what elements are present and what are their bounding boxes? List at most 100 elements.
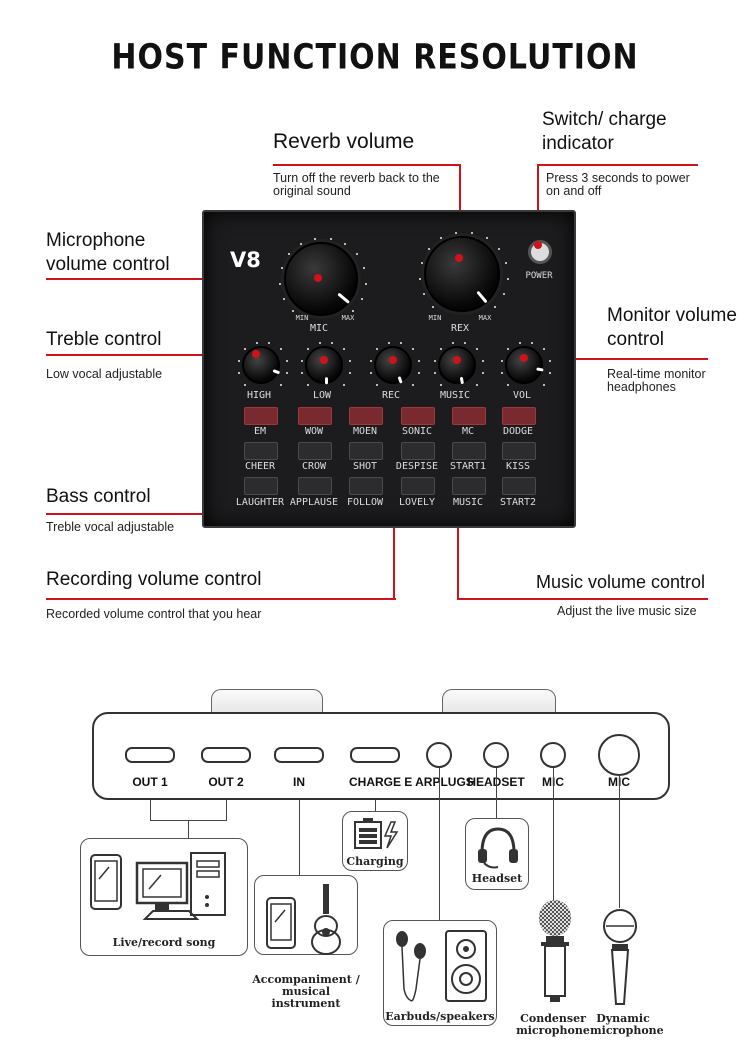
accompaniment-box	[254, 875, 358, 955]
button-label: LAUGHTER	[235, 497, 285, 508]
effect-button-applause[interactable]	[298, 477, 332, 495]
button-label: CROW	[301, 461, 327, 472]
earplugs-port	[426, 742, 452, 768]
model-label: V8	[230, 248, 261, 272]
treble-desc: Low vocal adjustable	[46, 367, 163, 381]
effect-button-start2[interactable]	[502, 477, 536, 495]
button-label: MUSIC	[452, 497, 484, 508]
switch-desc: Press 3 seconds to power on and off	[546, 171, 690, 198]
mic-knob-label: MIC	[309, 323, 329, 334]
low-knob[interactable]	[300, 341, 352, 386]
callout-dot	[252, 350, 260, 358]
monitor-desc: Real-time monitor headphones	[607, 367, 706, 394]
effect-button-sonic[interactable]	[401, 407, 435, 425]
music-desc: Adjust the live music size	[557, 604, 697, 618]
music-label: Music volume control	[536, 572, 706, 592]
button-label: MC	[461, 426, 475, 437]
phone-guitar-icon	[266, 884, 341, 955]
port-label: OUT 2	[208, 775, 244, 789]
effect-button-kiss[interactable]	[502, 442, 536, 460]
rex-knob-label: REX	[450, 323, 470, 334]
effect-button-lovely[interactable]	[401, 477, 435, 495]
callout-dot	[520, 354, 528, 362]
charging-box: Charging	[342, 811, 408, 871]
effect-button-cheer[interactable]	[244, 442, 278, 460]
headset-port	[483, 742, 509, 768]
bass-desc: Treble vocal adjustable	[46, 520, 175, 534]
port-label: CHARGE	[348, 775, 401, 789]
headset-caption: Headset	[471, 872, 523, 885]
reverb-knob[interactable]	[419, 231, 509, 312]
button-label: MOEN	[352, 426, 378, 437]
earbuds-caption: Earbuds/speakers	[385, 1010, 495, 1023]
effect-button-laughter[interactable]	[244, 477, 278, 495]
effect-button-mc[interactable]	[452, 407, 486, 425]
monitor-label: Monitor volume control	[607, 305, 737, 350]
power-label: POWER	[525, 271, 553, 281]
effect-button-shot[interactable]	[349, 442, 383, 460]
recording-desc: Recorded volume control that you hear	[46, 607, 262, 621]
dynamic-microphone-icon	[603, 909, 637, 1005]
vol-knob[interactable]	[500, 341, 552, 386]
button-label: EM	[253, 426, 267, 437]
condenser-caption: Condenser microphone	[516, 1012, 590, 1037]
knob-label: HIGH	[246, 390, 272, 401]
button-label: FOLLOW	[346, 497, 384, 508]
effect-button-moen[interactable]	[349, 407, 383, 425]
computer-phone-icon	[90, 852, 226, 920]
in-port	[274, 747, 324, 763]
high-knob[interactable]	[237, 341, 289, 386]
effect-button-wow[interactable]	[298, 407, 332, 425]
knob-label: VOL	[512, 390, 532, 401]
callout-dot	[389, 356, 397, 364]
knob-outline	[442, 689, 556, 714]
callout-dot	[453, 356, 461, 364]
charge-port	[350, 747, 400, 763]
treble-label: Treble control	[46, 329, 162, 350]
button-label: DODGE	[502, 426, 534, 437]
condenser-microphone-icon	[539, 900, 571, 1002]
callout-dot	[534, 241, 542, 249]
button-label: SONIC	[401, 426, 433, 437]
dynamic-caption: Dynamic microphone	[590, 1012, 664, 1037]
effect-button-despise[interactable]	[401, 442, 435, 460]
charging-caption: Charging	[346, 855, 404, 868]
earbuds-speakers-box: Earbuds/speakers	[383, 920, 497, 1026]
reverb-label: Reverb volume	[273, 130, 415, 153]
button-label: DESPISE	[395, 461, 439, 472]
rec-knob[interactable]	[369, 341, 421, 386]
callout-dot	[455, 254, 463, 262]
knob-label: MUSIC	[439, 390, 471, 401]
effect-button-crow[interactable]	[298, 442, 332, 460]
mic-port	[540, 742, 566, 768]
earbuds-speaker-icon	[396, 930, 487, 1002]
button-label: APPLAUSE	[289, 497, 339, 508]
switch-label: Switch/ charge indicator	[542, 109, 667, 154]
port-label: IN	[293, 775, 305, 789]
button-label: START2	[499, 497, 537, 508]
effect-button-start1[interactable]	[452, 442, 486, 460]
out2-port	[201, 747, 251, 763]
button-label: LOVELY	[398, 497, 436, 508]
effect-button-music[interactable]	[452, 477, 486, 495]
bass-label: Bass control	[46, 486, 151, 507]
callout-dot	[320, 356, 328, 364]
headset-icon	[478, 827, 518, 869]
live-record-caption: Live/record song	[112, 936, 216, 949]
accompaniment-caption: Accompaniment / musical instrument	[252, 973, 360, 1010]
battery-charging-icon	[354, 818, 399, 849]
button-label: SHOT	[352, 461, 378, 472]
button-label: WOW	[304, 426, 324, 437]
music-knob[interactable]	[433, 341, 485, 386]
callout-dot	[314, 274, 322, 282]
button-label: START1	[449, 461, 487, 472]
knob-label: LOW	[312, 390, 332, 401]
effect-button-dodge[interactable]	[502, 407, 536, 425]
effect-button-em[interactable]	[244, 407, 278, 425]
recording-label: Recording volume control	[46, 569, 262, 590]
ports-panel	[92, 712, 670, 800]
effect-button-follow[interactable]	[349, 477, 383, 495]
button-label: KISS	[505, 461, 531, 472]
headset-box: Headset	[465, 818, 529, 890]
page-title: HOST FUNCTION RESOLUTION	[111, 37, 639, 78]
